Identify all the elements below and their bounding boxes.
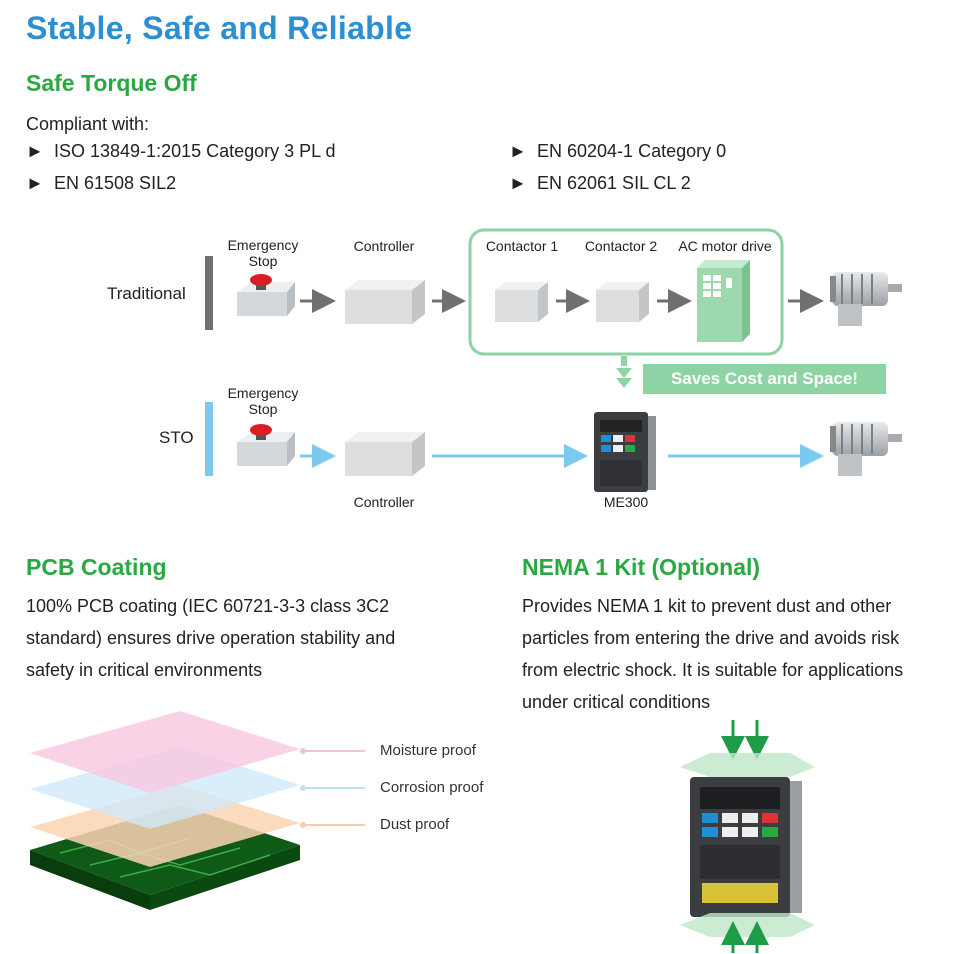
contactor-2-label: Contactor 2 <box>584 238 658 254</box>
me300-label: ME300 <box>603 494 649 510</box>
emergency-stop-label: Emergency Stop <box>227 385 299 417</box>
moisture-proof-label: Moisture proof <box>380 742 476 759</box>
dust-layer <box>30 785 300 867</box>
pcb-text: 100% PCB coating (IEC 60721-3-3 class 3C… <box>26 596 396 680</box>
contactor-1-label: Contactor 1 <box>485 238 559 254</box>
emergency-stop-icon <box>237 424 295 466</box>
emergency-stop-icon <box>237 274 295 316</box>
top-cover <box>680 753 815 777</box>
pcb-layers-illustration <box>30 711 365 910</box>
bullet-icon: ► <box>26 141 44 161</box>
arrow-up-icon <box>721 921 769 953</box>
arrow-down-icon <box>721 720 769 760</box>
ac-motor-drive-label: AC motor drive <box>678 238 772 254</box>
pcb-heading: PCB Coating <box>26 554 167 580</box>
emergency-stop-label: Emergency Stop <box>227 237 299 269</box>
traditional-bar <box>205 256 213 330</box>
bullet-icon: ► <box>509 173 527 193</box>
me300-drive-icon <box>594 412 656 492</box>
standard-item: ►EN 62061 SIL CL 2 <box>509 173 691 193</box>
motor-icon <box>830 422 902 476</box>
dust-proof-label: Dust proof <box>380 816 450 833</box>
bullet-icon: ► <box>26 173 44 193</box>
sto-bar <box>205 402 213 476</box>
controller-box <box>345 280 425 324</box>
standard-item: ►ISO 13849-1:2015 Category 3 PL d <box>26 141 336 161</box>
moisture-layer <box>30 711 300 793</box>
controller-label: Controller <box>353 494 415 510</box>
traditional-label: Traditional <box>107 284 186 303</box>
controller-box <box>345 432 425 476</box>
ac-drive-icon <box>697 260 750 342</box>
bullet-icon: ► <box>509 141 527 161</box>
motor-icon <box>830 272 902 326</box>
saves-banner: Saves Cost and Space! <box>643 364 886 394</box>
controller-label: Controller <box>353 238 415 254</box>
contactor-1-box <box>495 282 548 322</box>
nema-heading: NEMA 1 Kit (Optional) <box>522 554 761 580</box>
page-title: Stable, Safe and Reliable <box>26 10 413 46</box>
chevron-down-icon <box>616 356 632 388</box>
sto-heading: Safe Torque Off <box>26 70 197 96</box>
sto-label: STO <box>159 428 194 447</box>
standard-item: ►EN 61508 SIL2 <box>26 173 177 193</box>
contactor-frame <box>468 228 784 356</box>
sto-comparison-diagram <box>205 228 902 492</box>
nema-text: Provides NEMA 1 kit to prevent dust and … <box>522 596 904 712</box>
contactor-2-box <box>596 282 649 322</box>
nema-kit-illustration <box>680 720 815 953</box>
standard-item: ►EN 60204-1 Category 0 <box>509 141 727 161</box>
corrosion-proof-label: Corrosion proof <box>380 779 484 796</box>
compliant-label: Compliant with: <box>26 114 150 134</box>
